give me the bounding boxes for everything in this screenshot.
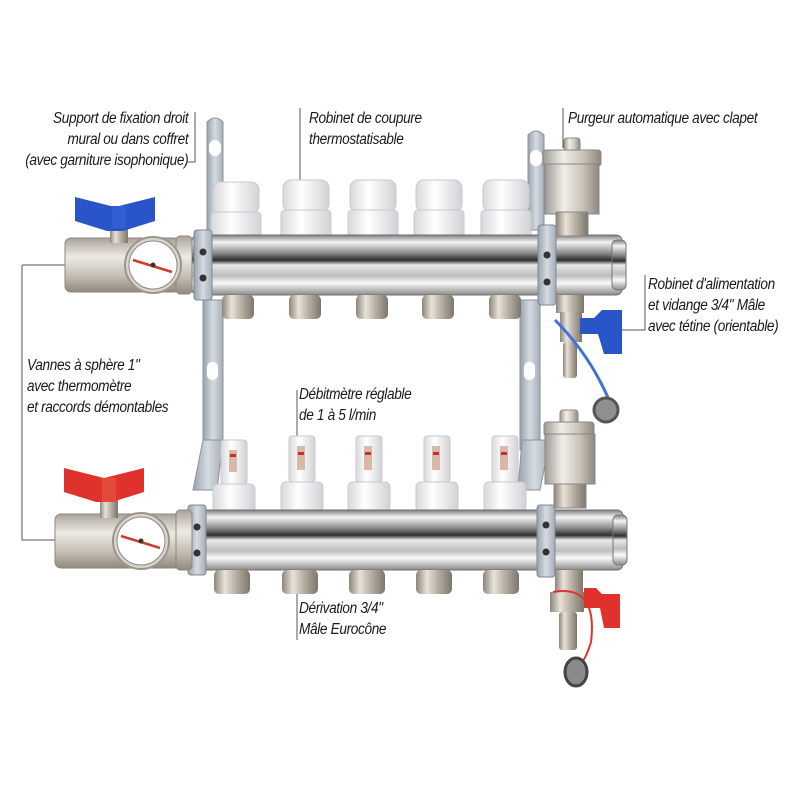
label-ball-valves: Vannes à sphère 1" avec thermomètre et r…: [27, 357, 169, 416]
top-outlets: [222, 295, 521, 319]
wall-bracket-left: [192, 117, 224, 491]
leader-lines: [21, 108, 646, 640]
supply-manifold-bar: [191, 179, 627, 319]
air-vent-top: [542, 137, 602, 237]
thermostatic-caps: [210, 179, 532, 239]
label-fill-drain: Robinet d'alimentation et vidange 3/4" M…: [648, 276, 779, 335]
flowmeters: [212, 435, 527, 515]
ball-valve-blue: [64, 197, 193, 295]
bottom-outlets: [214, 570, 519, 594]
wall-bracket-right: [517, 130, 551, 491]
label-outlet: Dérivation 3/4" Mâle Eurocône: [299, 600, 387, 638]
label-flowmeter: Débitmètre réglable de 1 à 5 l/min: [299, 386, 412, 424]
label-air-vent: Purgeur automatique avec clapet: [568, 110, 758, 127]
ball-valve-red: [54, 468, 193, 571]
return-manifold-bar: [187, 435, 628, 594]
label-shutoff-valve: Robinet de coupure thermostatisable: [309, 110, 422, 148]
fill-drain-valve-blue: [553, 295, 622, 424]
air-vent-bottom: [543, 409, 596, 509]
label-bracket: Support de fixation droit mural ou dans …: [24, 110, 189, 169]
fill-drain-valve-red: [550, 570, 620, 688]
